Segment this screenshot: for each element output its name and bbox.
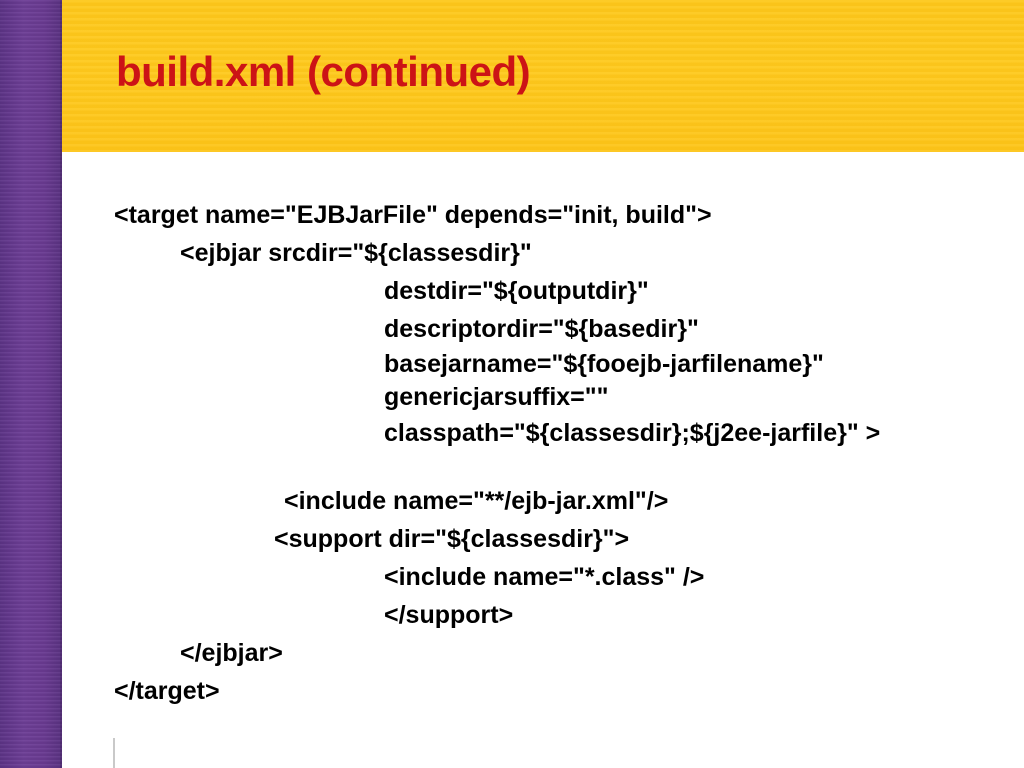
slide-title: build.xml (continued)	[116, 48, 531, 95]
code-line: destdir="${outputdir}"	[384, 277, 649, 305]
code-listing: <target name="EJBJarFile" depends="init,…	[0, 196, 1024, 710]
code-line: <ejbjar srcdir="${classesdir}"	[180, 239, 532, 267]
left-purple-accent-band	[0, 0, 62, 768]
text-caret-artifact	[113, 738, 115, 768]
code-line: </ejbjar>	[180, 639, 283, 667]
code-line-blank	[0, 452, 1024, 482]
code-line: genericjarsuffix=""	[384, 383, 609, 411]
accent-band-edge	[60, 0, 62, 768]
code-line: </target>	[114, 677, 220, 705]
code-line: classpath="${classesdir};${j2ee-jarfile}…	[384, 419, 881, 447]
code-line: <include name="*.class" />	[384, 563, 705, 591]
code-line: <support dir="${classesdir}">	[274, 525, 630, 553]
code-line: basejarname="${fooejb-jarfilename}"	[384, 350, 824, 378]
code-line: <include name="**/ejb-jar.xml"/>	[284, 487, 669, 515]
slide-header-band	[62, 0, 1024, 152]
code-line: </support>	[384, 601, 514, 629]
code-line: descriptordir="${basedir}"	[384, 315, 699, 343]
code-line: <target name="EJBJarFile" depends="init,…	[114, 201, 712, 229]
